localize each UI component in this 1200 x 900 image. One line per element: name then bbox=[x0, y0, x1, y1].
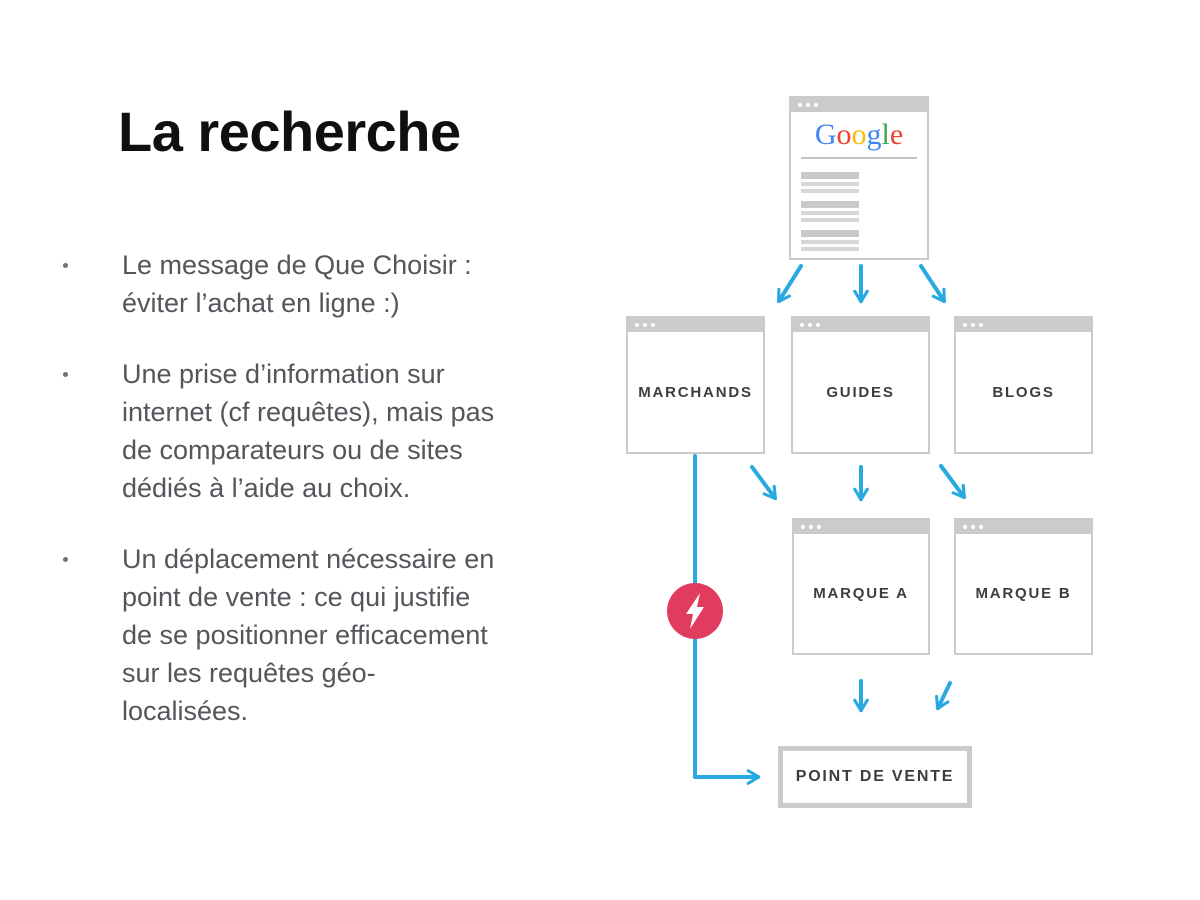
window-dot-icon bbox=[801, 525, 805, 529]
window-label: MARCHANDS bbox=[638, 383, 753, 401]
window-label: BLOGS bbox=[992, 383, 1055, 401]
window-titlebar bbox=[793, 318, 928, 332]
point-de-vente-box: POINT DE VENTE bbox=[778, 746, 972, 808]
search-results-placeholder bbox=[801, 172, 859, 251]
window-dot-icon bbox=[971, 323, 975, 327]
result-line bbox=[801, 247, 859, 251]
result-line bbox=[801, 172, 859, 179]
result-line bbox=[801, 240, 859, 244]
result-line bbox=[801, 189, 859, 193]
window-titlebar bbox=[791, 98, 927, 112]
flash-badge bbox=[667, 583, 723, 639]
edge-marchands-point-de-vente bbox=[693, 454, 761, 785]
window-dot-icon bbox=[816, 323, 820, 327]
window-dot-icon bbox=[651, 323, 655, 327]
window-dot-icon bbox=[971, 525, 975, 529]
search-divider bbox=[801, 157, 917, 159]
window-dot-icon bbox=[817, 525, 821, 529]
window-dot-icon bbox=[643, 323, 647, 327]
result-line bbox=[801, 230, 859, 237]
bullet-item: Le message de Que Choisir : éviter l’ach… bbox=[60, 246, 560, 322]
edge-google-blogs bbox=[919, 264, 946, 304]
window-dot-icon bbox=[798, 103, 802, 107]
edge-marque-b-point-de-vente bbox=[935, 681, 952, 711]
bullet-item: Un déplacement nécessaire en point de ve… bbox=[60, 540, 560, 730]
window-titlebar bbox=[956, 520, 1091, 534]
google-logo-letter: l bbox=[881, 118, 890, 151]
window-label: MARQUE B bbox=[975, 585, 1072, 602]
google-logo-letter: o bbox=[836, 118, 852, 151]
result-line bbox=[801, 218, 859, 222]
window-label: GUIDES bbox=[826, 383, 895, 401]
google-logo-letter: e bbox=[889, 118, 904, 151]
google-logo-letter: G bbox=[814, 118, 837, 151]
bullet-item: Une prise d’information sur internet (cf… bbox=[60, 355, 560, 507]
google-logo-letter: g bbox=[866, 118, 882, 151]
browser-window-blogs: BLOGS bbox=[954, 316, 1093, 454]
lightning-bolt-icon bbox=[686, 593, 704, 629]
page-title: La recherche bbox=[118, 100, 461, 163]
window-body: BLOGS bbox=[956, 332, 1091, 452]
google-logo: Google bbox=[791, 118, 927, 152]
edge-blogs-marque-b bbox=[939, 464, 966, 500]
result-group bbox=[801, 201, 859, 222]
window-dot-icon bbox=[809, 525, 813, 529]
window-dot-icon bbox=[979, 323, 983, 327]
browser-window-google: Google bbox=[789, 96, 929, 260]
window-dot-icon bbox=[808, 323, 812, 327]
result-group bbox=[801, 230, 859, 251]
window-dot-icon bbox=[814, 103, 818, 107]
window-body: GUIDES bbox=[793, 332, 928, 452]
edge-marchands-marque-a bbox=[750, 465, 777, 501]
browser-window-marchands: MARCHANDS bbox=[626, 316, 765, 454]
result-line bbox=[801, 182, 859, 186]
result-line bbox=[801, 211, 859, 215]
window-dot-icon bbox=[635, 323, 639, 327]
browser-window-marque-b: MARQUE B bbox=[954, 518, 1093, 655]
window-titlebar bbox=[956, 318, 1091, 332]
browser-window-guides: GUIDES bbox=[791, 316, 930, 454]
window-titlebar bbox=[628, 318, 763, 332]
window-label: MARQUE A bbox=[813, 585, 909, 602]
edge-google-marchands bbox=[777, 264, 803, 304]
window-body: MARQUE B bbox=[956, 534, 1091, 653]
window-dot-icon bbox=[963, 323, 967, 327]
window-dot-icon bbox=[979, 525, 983, 529]
window-dot-icon bbox=[800, 323, 804, 327]
window-body: MARCHANDS bbox=[628, 332, 763, 452]
window-titlebar bbox=[794, 520, 928, 534]
result-group bbox=[801, 172, 859, 193]
result-line bbox=[801, 201, 859, 208]
bullet-list: Le message de Que Choisir : éviter l’ach… bbox=[60, 246, 560, 763]
point-de-vente-label: POINT DE VENTE bbox=[795, 768, 955, 785]
window-dot-icon bbox=[963, 525, 967, 529]
window-body: MARQUE A bbox=[794, 534, 928, 653]
browser-window-marque-a: MARQUE A bbox=[792, 518, 930, 655]
google-logo-letter: o bbox=[851, 118, 867, 151]
window-dot-icon bbox=[806, 103, 810, 107]
google-window-body: Google bbox=[791, 112, 927, 259]
